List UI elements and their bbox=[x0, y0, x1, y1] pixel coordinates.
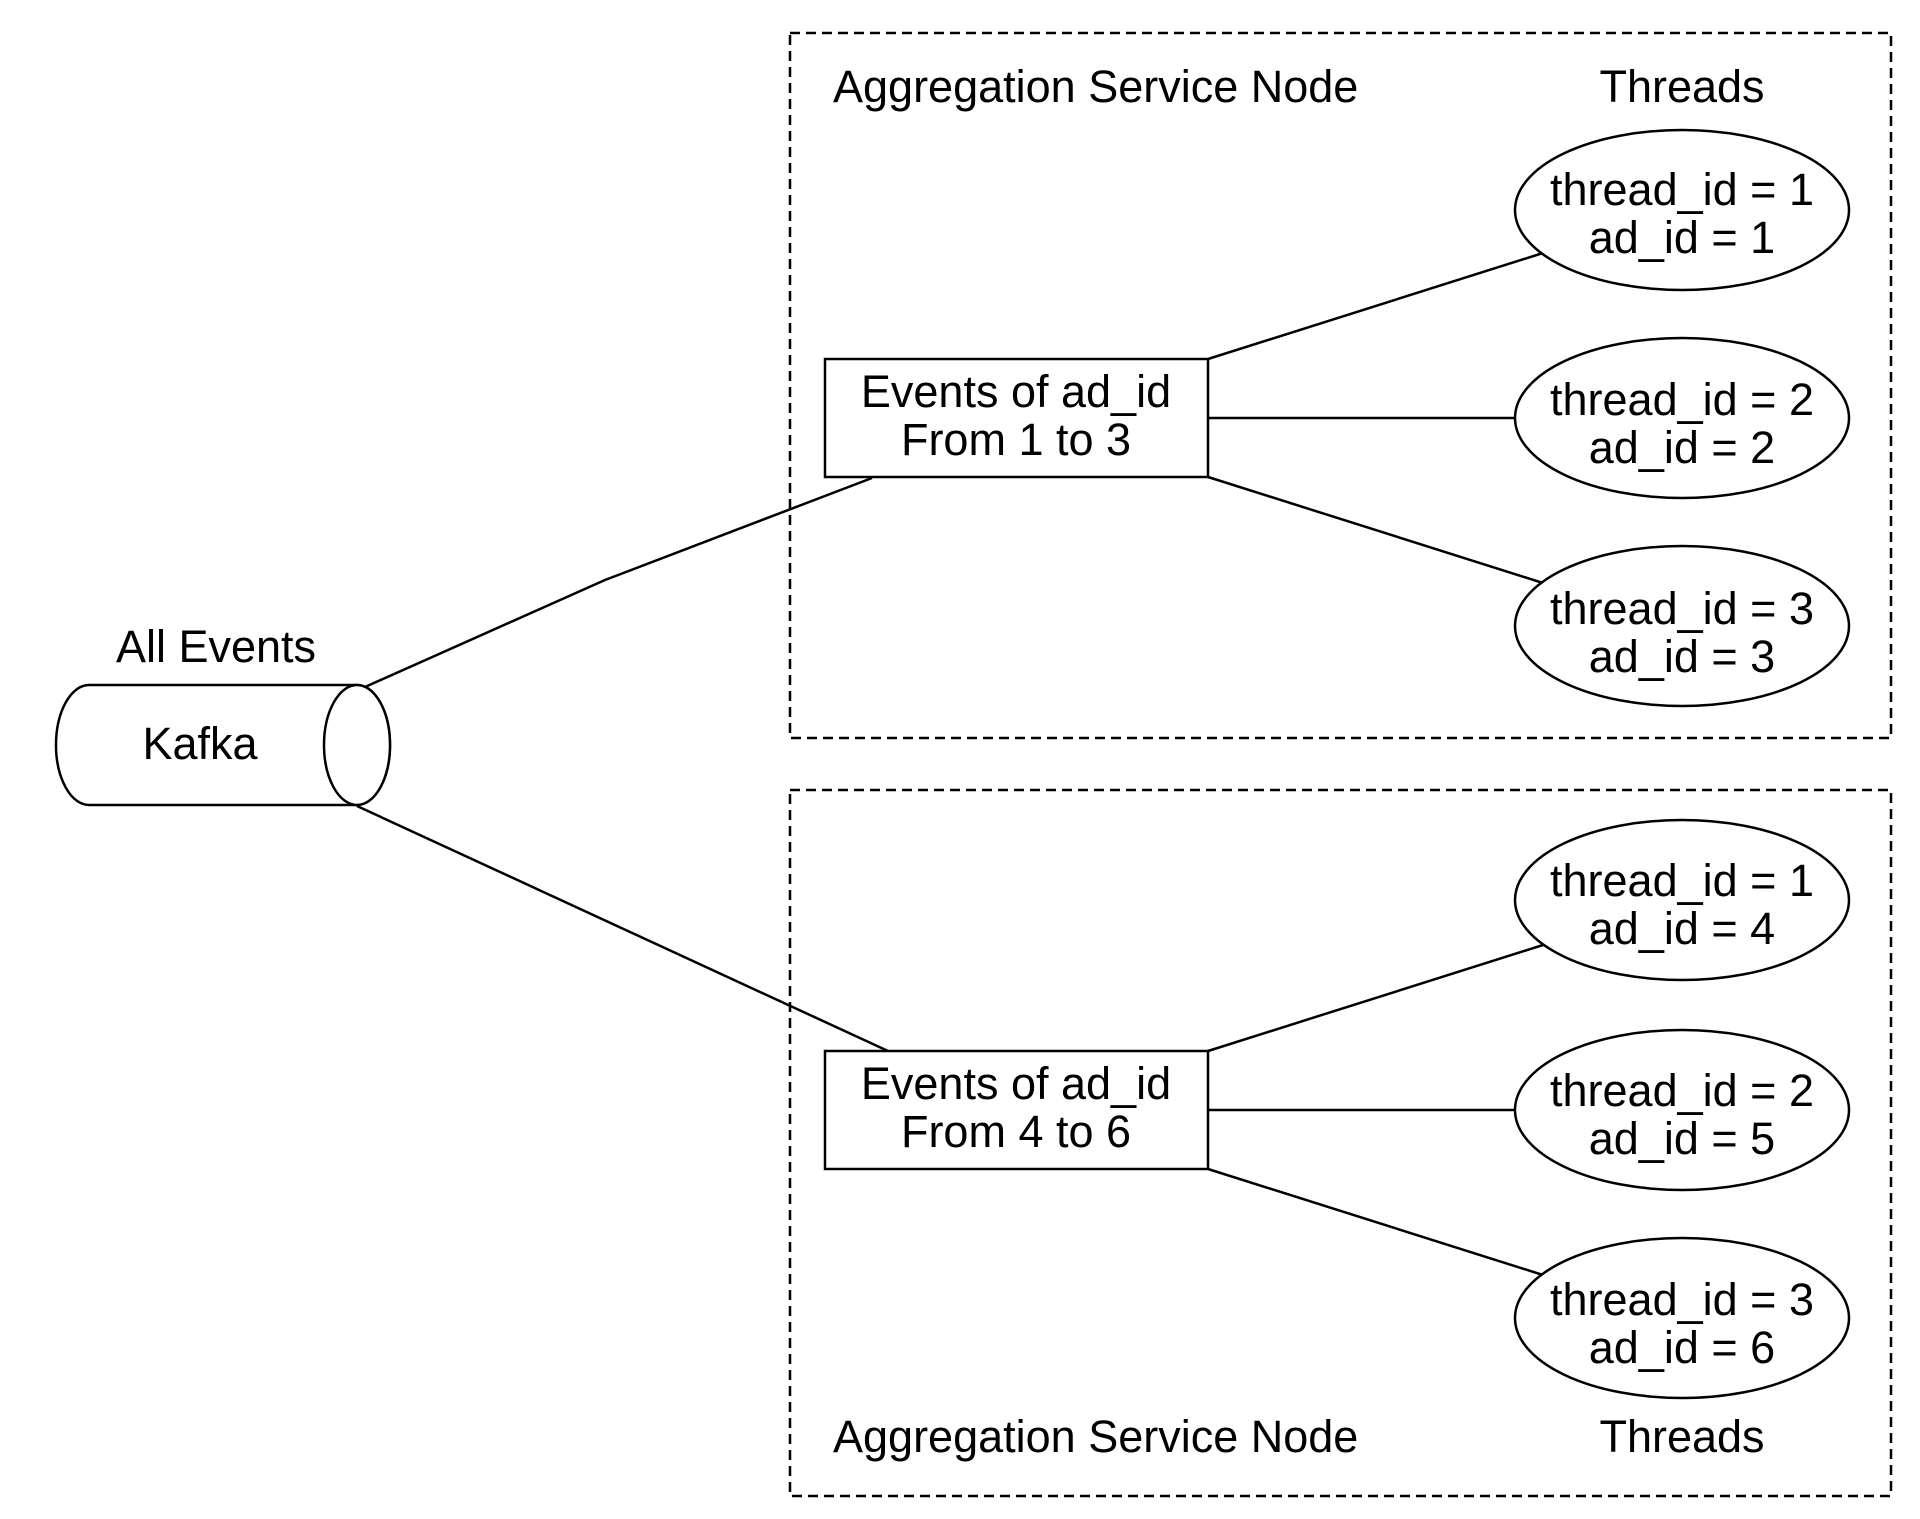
thread-node-2-2: thread_id = 2 ad_id = 5 bbox=[1513, 1028, 1851, 1192]
all-events-title: All Events bbox=[116, 621, 316, 672]
node-2-title: Aggregation Service Node bbox=[833, 1411, 1358, 1462]
thread-node-1-3: thread_id = 3 ad_id = 3 bbox=[1513, 544, 1851, 708]
thread-2-2-line2: ad_id = 5 bbox=[1589, 1113, 1775, 1164]
thread-1-2-line1: thread_id = 2 bbox=[1550, 374, 1814, 425]
edge-partition-2-to-thread-3 bbox=[1207, 1167, 1544, 1277]
edge-kafka-to-partition-2 bbox=[356, 804, 889, 1053]
partition-1-line2: From 1 to 3 bbox=[901, 414, 1131, 465]
node-1-threads-label: Threads bbox=[1599, 61, 1764, 112]
kafka-queue: Kafka bbox=[54, 683, 392, 807]
thread-2-2-line1: thread_id = 2 bbox=[1550, 1065, 1814, 1116]
thread-node-1-2: thread_id = 2 ad_id = 2 bbox=[1513, 336, 1851, 500]
thread-2-1-line2: ad_id = 4 bbox=[1589, 903, 1775, 954]
thread-1-2-line2: ad_id = 2 bbox=[1589, 422, 1775, 473]
thread-2-3-line1: thread_id = 3 bbox=[1550, 1274, 1814, 1325]
partition-2-line2: From 4 to 6 bbox=[901, 1106, 1131, 1157]
thread-2-1-line1: thread_id = 1 bbox=[1550, 855, 1814, 906]
kafka-cylinder-end bbox=[322, 683, 392, 807]
edge-partition-1-to-thread-3 bbox=[1207, 475, 1544, 585]
aggregation-node-container-1 bbox=[788, 31, 1893, 740]
partition-box-1: Events of ad_id From 1 to 3 bbox=[823, 357, 1210, 479]
thread-1-1-line2: ad_id = 1 bbox=[1589, 212, 1775, 263]
thread-1-3-line1: thread_id = 3 bbox=[1550, 583, 1814, 634]
thread-1-1-line1: thread_id = 1 bbox=[1550, 164, 1814, 215]
node-1-title: Aggregation Service Node bbox=[833, 61, 1358, 112]
thread-1-3-line2: ad_id = 3 bbox=[1589, 631, 1775, 682]
edge-partition-1-to-thread-1 bbox=[1207, 251, 1544, 361]
thread-node-1-1: thread_id = 1 ad_id = 1 bbox=[1513, 128, 1851, 292]
edge-kafka-to-partition-1 bbox=[364, 476, 873, 689]
aggregation-node-container-2 bbox=[788, 788, 1893, 1498]
kafka-label: Kafka bbox=[142, 718, 258, 769]
partition-box-2: Events of ad_id From 4 to 6 bbox=[823, 1049, 1210, 1171]
partition-1-line1: Events of ad_id bbox=[861, 366, 1171, 417]
node-2-threads-label: Threads bbox=[1599, 1411, 1764, 1462]
thread-node-2-3: thread_id = 3 ad_id = 6 bbox=[1513, 1236, 1851, 1400]
thread-2-3-line2: ad_id = 6 bbox=[1589, 1322, 1775, 1373]
partition-2-line1: Events of ad_id bbox=[861, 1058, 1171, 1109]
edge-partition-2-to-thread-1 bbox=[1207, 943, 1544, 1053]
thread-node-2-1: thread_id = 1 ad_id = 4 bbox=[1513, 818, 1851, 982]
